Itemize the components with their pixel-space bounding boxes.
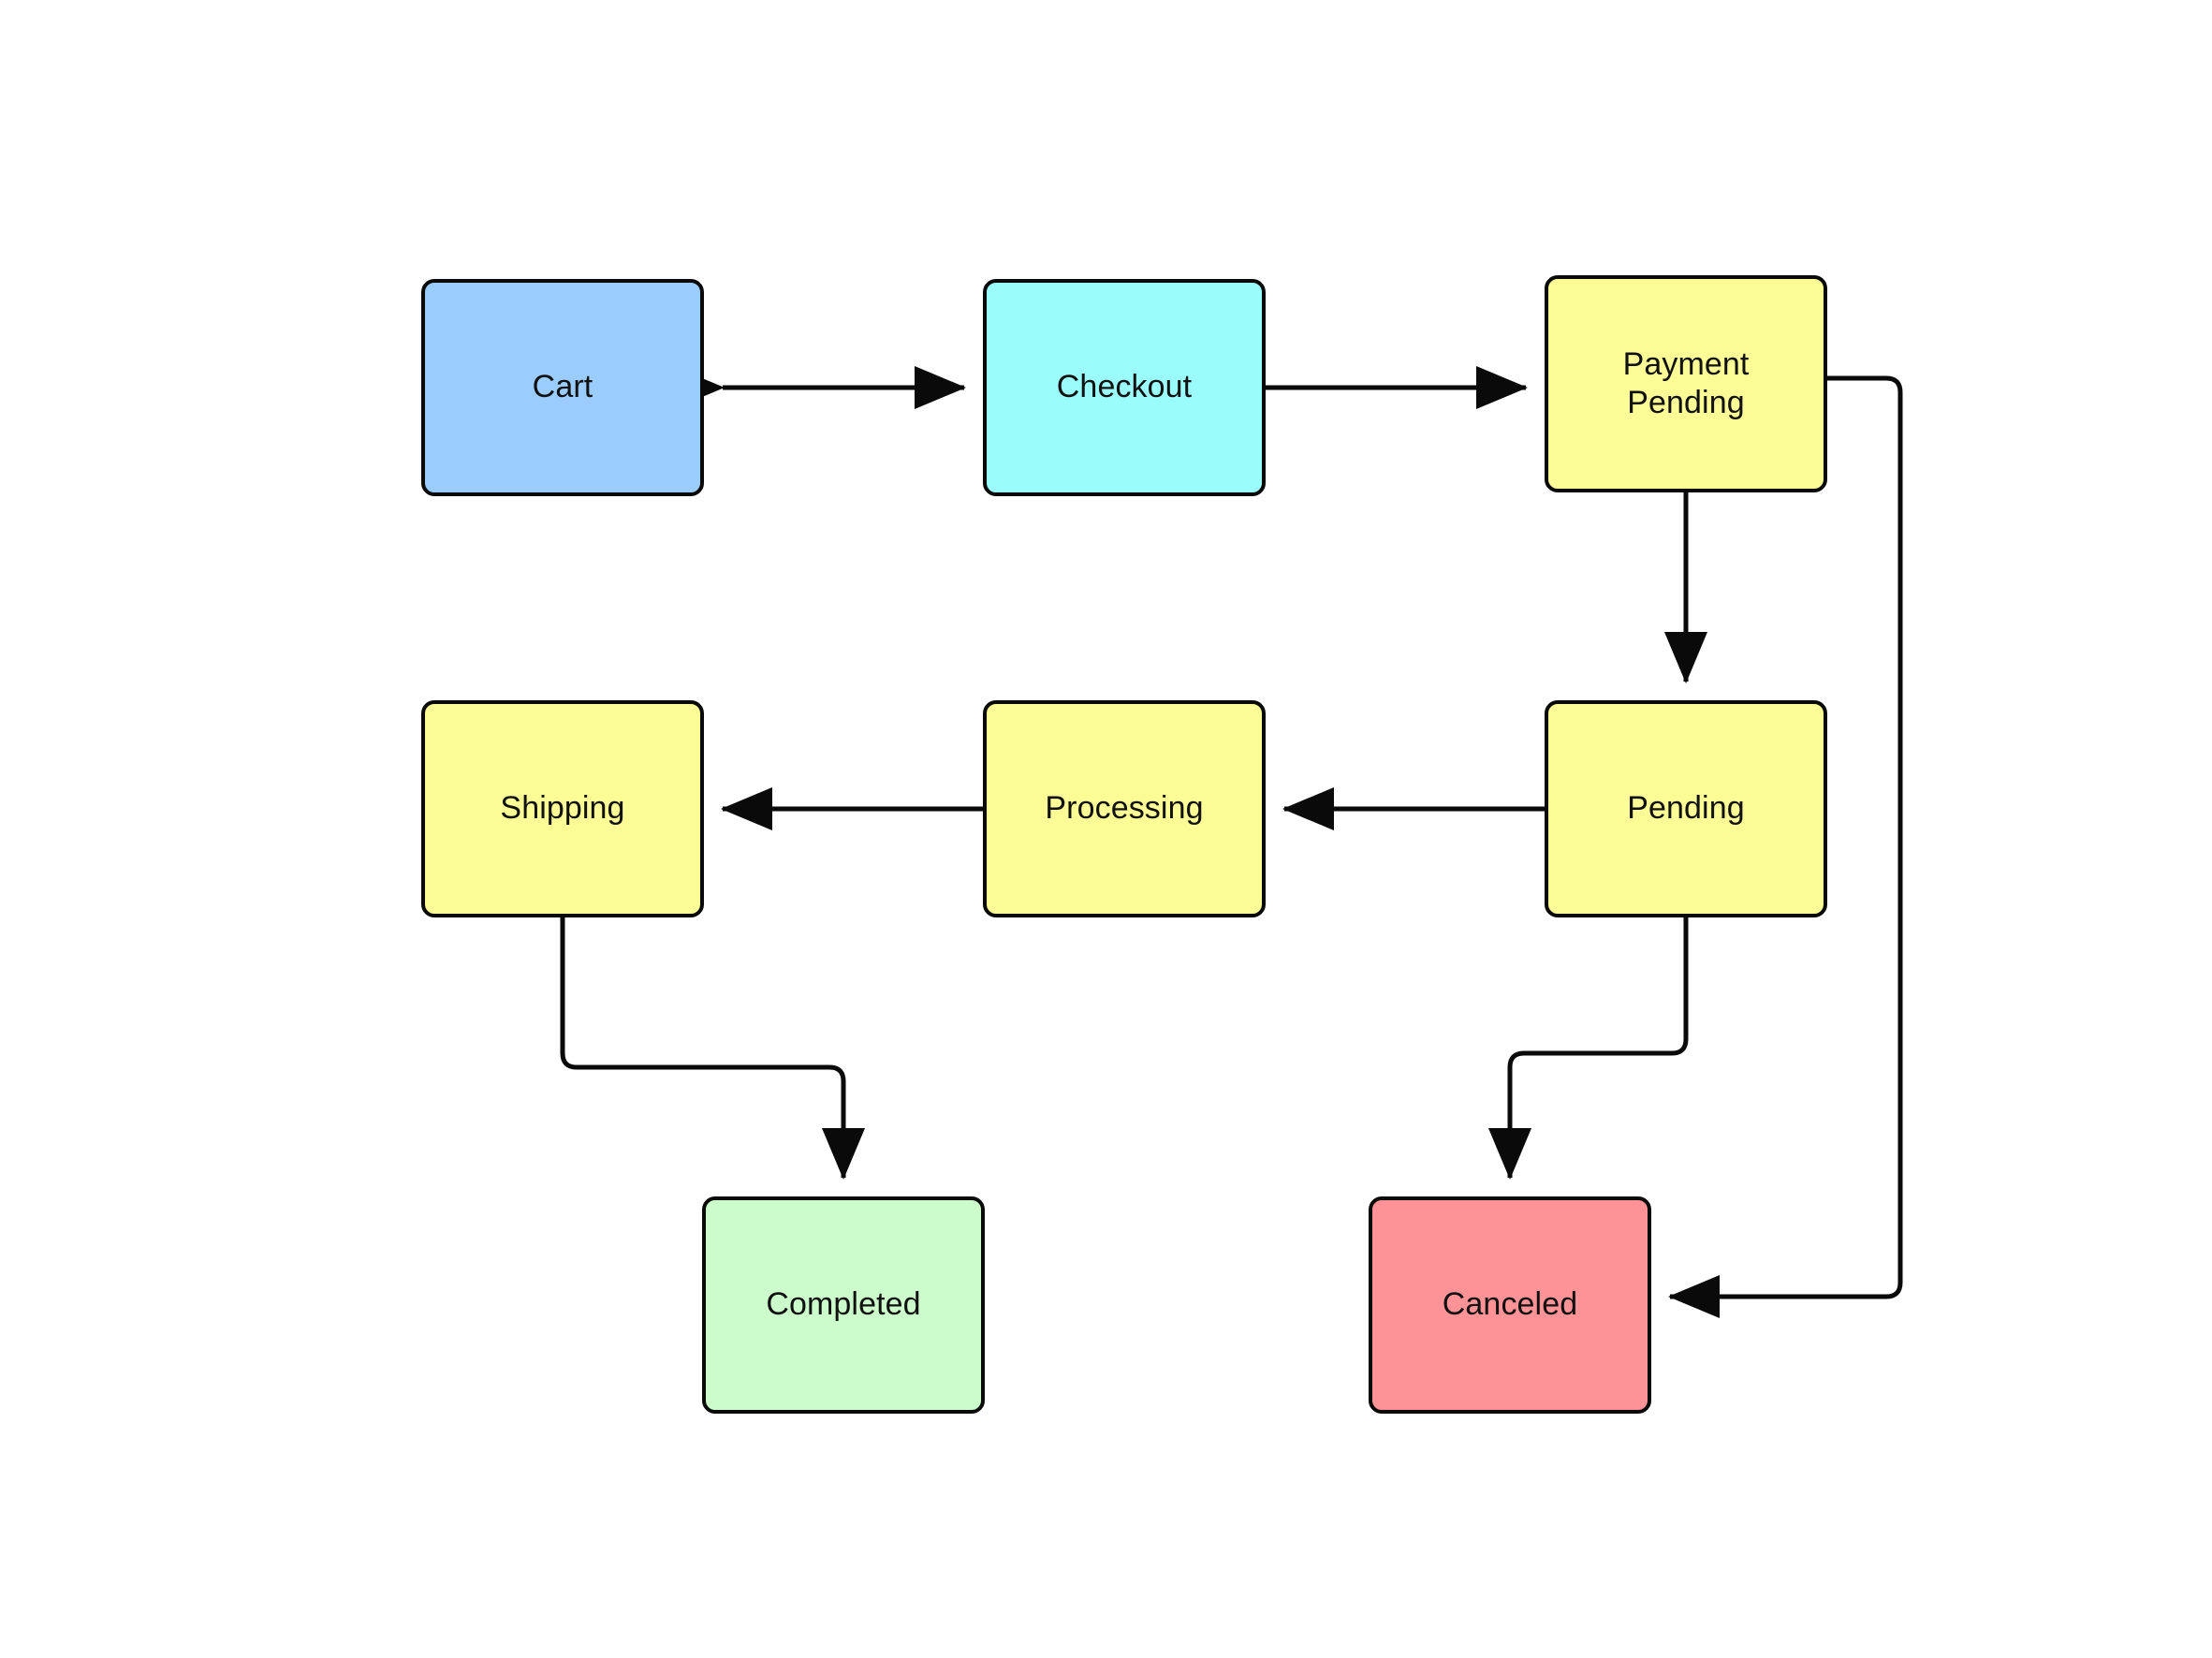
node-pending[interactable]: Pending	[1545, 700, 1827, 917]
node-payment-pending[interactable]: Payment Pending	[1545, 275, 1827, 492]
edge-shipping-completed	[560, 917, 865, 1180]
node-canceled-label: Canceled	[1442, 1286, 1578, 1323]
node-shipping-label: Shipping	[500, 790, 625, 827]
node-pending-label: Pending	[1627, 790, 1745, 827]
edge-pending-canceled	[1488, 917, 1689, 1180]
node-processing[interactable]: Processing	[983, 700, 1266, 917]
node-canceled[interactable]: Canceled	[1369, 1196, 1651, 1414]
node-completed[interactable]: Completed	[702, 1196, 985, 1414]
node-processing-label: Processing	[1045, 790, 1204, 827]
node-cart-label: Cart	[532, 369, 593, 405]
node-cart[interactable]: Cart	[421, 279, 704, 496]
node-checkout-label: Checkout	[1056, 369, 1193, 405]
node-checkout[interactable]: Checkout	[983, 279, 1266, 496]
node-shipping[interactable]: Shipping	[421, 700, 704, 917]
node-completed-label: Completed	[766, 1286, 921, 1323]
node-payment-pending-label: Payment Pending	[1622, 345, 1750, 420]
edge-payment-pending-canceled	[1668, 375, 1903, 1318]
